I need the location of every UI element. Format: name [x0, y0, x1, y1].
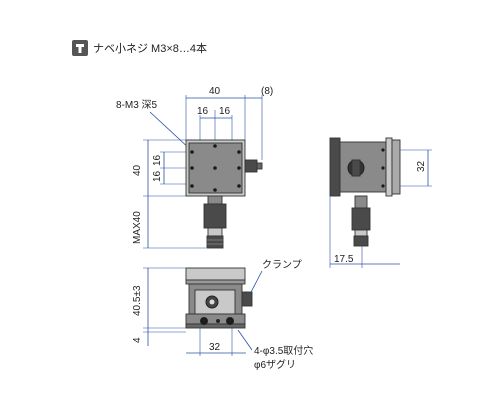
- top-micrometer: [203, 195, 227, 249]
- side-view: 32 17.5: [329, 137, 432, 268]
- hole-note-1: 4-φ3.5取付穴: [254, 344, 313, 357]
- dim-offset-8: (8): [261, 86, 273, 97]
- dim-inner-bottom-16: 16: [152, 170, 163, 182]
- hole-note-2: φ6ザグリ: [254, 358, 296, 371]
- side-holes: [381, 148, 385, 188]
- dim-height-40: 40: [132, 164, 143, 176]
- dim-inner-right-16: 16: [219, 106, 231, 117]
- front-clamp-knob: [241, 291, 253, 307]
- front-top-plate: [185, 267, 246, 281]
- top-stage-holes: [190, 144, 241, 192]
- header: ナベ小ネジ M3×8…4本: [72, 40, 207, 56]
- dim-width-40: 40: [209, 86, 221, 97]
- header-text: ナベ小ネジ M3×8…4本: [93, 41, 207, 55]
- top-view: 40 (8) 16 16 8-M3 深5 40 16 16: [116, 86, 273, 249]
- side-dim-17-5: 17.5: [334, 254, 354, 265]
- dim-height-40-5: 40.5±3: [132, 285, 143, 316]
- dim-base-4: 4: [132, 337, 143, 343]
- top-clamp-knob: [244, 159, 258, 173]
- t-screw-icon-glyph: [76, 44, 84, 53]
- clamp-label: クランプ: [262, 259, 302, 271]
- front-view: クランプ 40.5±3 4 32 4-φ3.5取付穴 φ6ザグリ: [132, 259, 313, 371]
- dim-max-40: MAX40: [132, 211, 143, 244]
- dim-width-32: 32: [209, 342, 221, 353]
- side-flange: [329, 137, 341, 197]
- dim-inner-left-16: 16: [197, 106, 209, 117]
- front-mount-holes: [200, 317, 234, 325]
- dim-inner-top-16: 16: [152, 154, 163, 166]
- side-dim-32: 32: [416, 160, 427, 172]
- thread-note: 8-M3 深5: [116, 99, 158, 111]
- front-base: [185, 313, 246, 325]
